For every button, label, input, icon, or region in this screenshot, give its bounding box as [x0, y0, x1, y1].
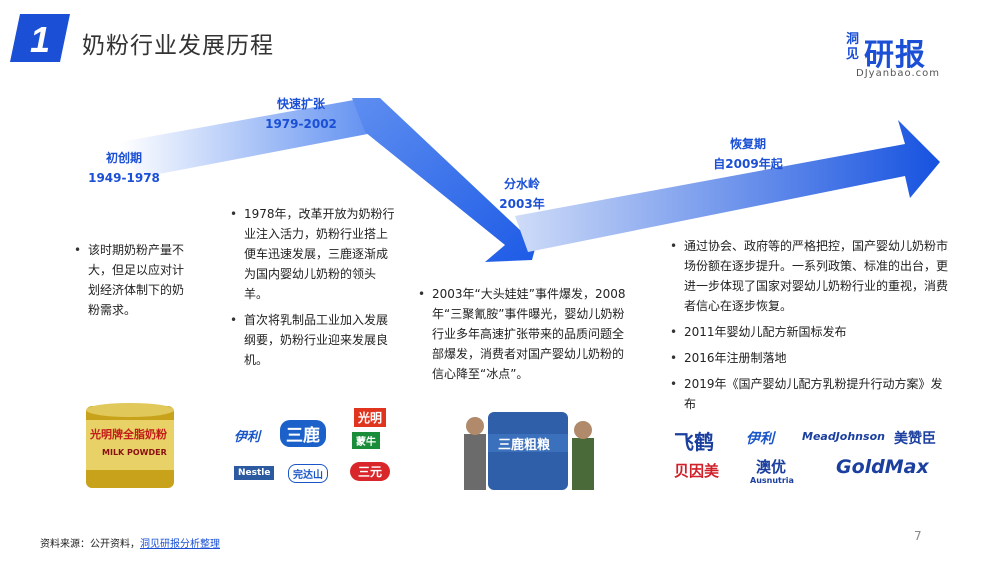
brand-yili: 伊利 — [234, 430, 261, 445]
brand-yili: 伊利 — [746, 431, 774, 447]
stage-period: 自2009年起 — [713, 157, 783, 171]
stage2-points: 1978年，改革开放为奶粉行业注入活力，奶粉行业搭上便车迅速发展，三鹿逐渐成为国… — [228, 204, 396, 376]
source-prefix: 资料来源：公开资料， — [40, 539, 140, 550]
brand-logo: 洞见 研报 DJyanbao.com — [846, 32, 958, 86]
stage1-points: 该时期奶粉产量不大，但足以应对计划经济体制下的奶粉需求。 — [72, 240, 190, 326]
brand-sanlu: 三鹿 — [280, 420, 326, 447]
point-item: 2019年《国产婴幼儿配方乳粉提升行动方案》发布 — [668, 374, 954, 414]
stage2-brand-logos: 伊利 三鹿 光明 蒙牛 Nestle 完达山 三元 — [232, 408, 404, 492]
section-number-badge: 1 — [10, 14, 70, 62]
brand-beingmate: 贝因美 — [674, 462, 720, 480]
barrel-label: 三鹿粗粮 — [498, 438, 551, 453]
logo-main-text: 研报 — [864, 38, 926, 73]
brand-guangming: 光明 — [354, 408, 387, 427]
timeline-arrow — [120, 98, 940, 262]
stage-name: 分水岭 — [503, 177, 540, 191]
brand-feihe: 飞鹤 — [674, 430, 714, 454]
source-note: 资料来源：公开资料，洞见研报分析整理 — [40, 535, 220, 550]
brand-mengniu: 蒙牛 — [352, 432, 380, 449]
logo-side-text: 洞见 — [846, 32, 860, 62]
brand-meadjohnson: MeadJohnson — [802, 430, 885, 443]
stage-label-2: 快速扩张 1979-2002 — [256, 94, 346, 134]
point-item: 2003年“大头娃娃”事件爆发，2008年“三聚氰胺”事件曝光，婴幼儿奶粉行业多… — [416, 284, 630, 384]
stage4-points: 通过协会、政府等的严格把控，国产婴幼儿奶粉市场份额在逐步提升。一系列政策、标准的… — [668, 236, 954, 420]
stage-name: 初创期 — [105, 151, 142, 165]
brand-ausnutria: Ausnutria — [750, 476, 794, 485]
brand-nestle: Nestle — [234, 466, 275, 480]
brand-sanyuan: 三元 — [350, 462, 391, 481]
can-label: 光明牌全脂奶粉 — [90, 428, 167, 441]
stage-label-1: 初创期 1949-1978 — [82, 148, 166, 188]
stage-label-4: 恢复期 自2009年起 — [705, 134, 791, 174]
point-item: 通过协会、政府等的严格把控，国产婴幼儿奶粉市场份额在逐步提升。一系列政策、标准的… — [668, 236, 954, 316]
brand-wandashan: 完达山 — [288, 464, 328, 483]
sanlu-cartoon-image: 三鹿粗粮 — [458, 404, 600, 492]
point-item: 该时期奶粉产量不大，但足以应对计划经济体制下的奶粉需求。 — [72, 240, 190, 320]
arrow-segment-recover — [515, 120, 940, 252]
stage-label-3: 分水岭 2003年 — [492, 174, 552, 214]
section-number: 1 — [30, 19, 50, 60]
arrow-segment-fall — [352, 98, 545, 262]
stage-period: 1949-1978 — [88, 171, 160, 185]
stage-name: 快速扩张 — [276, 97, 325, 111]
can-sublabel: MILK POWDER — [102, 448, 167, 457]
stage-period: 1979-2002 — [265, 117, 337, 131]
stage-period: 2003年 — [499, 197, 545, 211]
brand-aoyou: 澳优 — [756, 458, 787, 476]
point-item: 1978年，改革开放为奶粉行业注入活力，奶粉行业搭上便车迅速发展，三鹿逐渐成为国… — [228, 204, 396, 304]
page-title: 奶粉行业发展历程 — [82, 33, 274, 59]
stage3-points: 2003年“大头娃娃”事件爆发，2008年“三聚氰胺”事件曝光，婴幼儿奶粉行业多… — [416, 284, 630, 390]
point-item: 2016年注册制落地 — [668, 348, 954, 368]
logo-url: DJyanbao.com — [856, 68, 940, 79]
stage4-brand-logos: 飞鹤 伊利 MeadJohnson 美赞臣 贝因美 澳优 Ausnutria G… — [670, 422, 956, 488]
source-link[interactable]: 洞见研报分析整理 — [140, 539, 220, 550]
milk-powder-can-image: 光明牌全脂奶粉 MILK POWDER — [84, 402, 176, 490]
brand-meizanchen: 美赞臣 — [894, 431, 936, 447]
stage-name: 恢复期 — [729, 137, 766, 151]
brand-goldmax: GoldMax — [836, 456, 929, 478]
point-item: 首次将乳制品工业加入发展纲要，奶粉行业迎来发展良机。 — [228, 310, 396, 370]
page-number: 7 — [914, 529, 922, 543]
point-item: 2011年婴幼儿配方新国标发布 — [668, 322, 954, 342]
arrow-segment-rise — [120, 98, 378, 178]
